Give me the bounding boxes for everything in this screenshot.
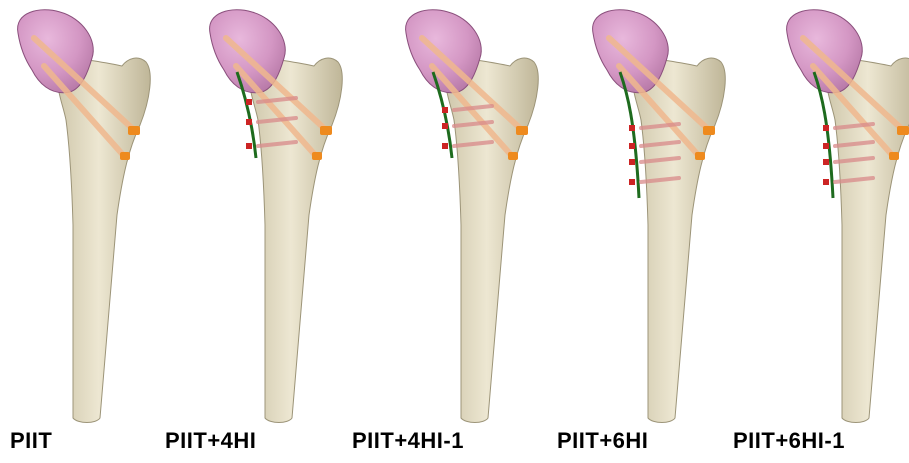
fixation-pin <box>442 143 448 149</box>
panel-label-piit: PIIT <box>10 428 52 454</box>
screw-tip <box>320 126 332 135</box>
bone-body <box>57 55 150 423</box>
fixation-pin <box>823 159 829 165</box>
femur-model-piit <box>18 10 151 423</box>
fixation-pin <box>629 179 635 185</box>
fixation-pin <box>629 143 635 149</box>
panel-label-piit-6hi: PIIT+6HI <box>557 428 648 454</box>
femur-model-piit-4hi <box>210 10 343 423</box>
panel-label-piit-4hi-1: PIIT+4HI-1 <box>352 428 464 454</box>
fixation-pin <box>442 107 448 113</box>
fixation-pin <box>823 143 829 149</box>
bone-body <box>826 55 909 423</box>
screw-tip <box>897 126 909 135</box>
fixation-pin <box>823 179 829 185</box>
screw-tip <box>889 152 899 160</box>
screw-tip <box>120 152 130 160</box>
fixation-pin <box>629 159 635 165</box>
screw-tip <box>312 152 322 160</box>
panel-label-piit-6hi-1: PIIT+6HI-1 <box>733 428 845 454</box>
screw-tip <box>516 126 528 135</box>
bone-body <box>249 55 342 423</box>
screw-tip <box>128 126 140 135</box>
fixation-pin <box>246 119 252 125</box>
screw-tip <box>508 152 518 160</box>
femur-model-piit-6hi <box>593 10 726 423</box>
fixation-pin <box>442 123 448 129</box>
panel-label-piit-4hi: PIIT+4HI <box>165 428 256 454</box>
femur-model-piit-4hi-1 <box>406 10 539 423</box>
screw-tip <box>703 126 715 135</box>
fixation-pin <box>246 143 252 149</box>
femur-model-piit-6hi-1 <box>787 10 909 423</box>
bone-body <box>632 55 725 423</box>
fixation-pin <box>246 99 252 105</box>
fixation-pin <box>823 125 829 131</box>
fixation-pin <box>629 125 635 131</box>
screw-tip <box>695 152 705 160</box>
